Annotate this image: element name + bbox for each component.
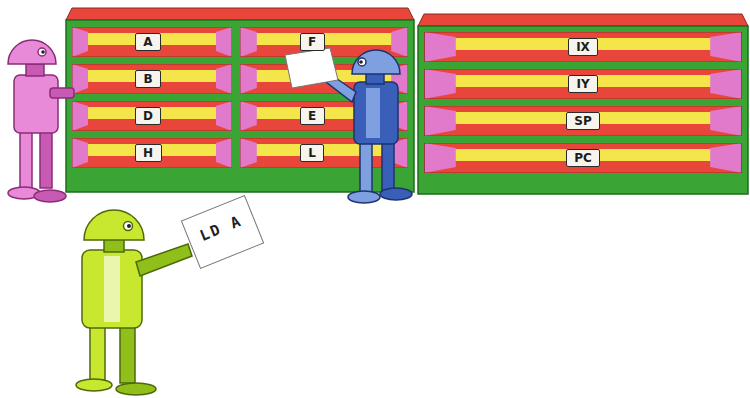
register-name: PC — [573, 151, 593, 165]
green-robot — [76, 210, 192, 395]
register-label: D — [135, 107, 161, 125]
register-name: F — [307, 35, 318, 49]
register-label: E — [300, 107, 325, 125]
register-label: IY — [568, 75, 598, 93]
register-name: SP — [573, 114, 593, 128]
right-cabinet — [418, 14, 748, 194]
instruction-paper: LD A — [180, 195, 263, 269]
pink-robot — [8, 40, 74, 202]
register-label: SP — [566, 112, 600, 130]
register-label: H — [135, 144, 162, 162]
register-name: A — [142, 35, 154, 49]
register-name: IY — [575, 77, 591, 91]
register-label: PC — [566, 149, 600, 167]
register-label: A — [135, 33, 161, 51]
register-name: H — [142, 146, 155, 160]
instruction-text: LD A — [195, 211, 245, 245]
register-label: L — [300, 144, 324, 162]
register-label: F — [300, 33, 325, 51]
register-name: IX — [575, 40, 591, 54]
blue-robot — [285, 48, 412, 203]
register-label: IX — [568, 38, 598, 56]
register-name: E — [307, 109, 318, 123]
register-name: L — [307, 146, 317, 160]
register-name: B — [142, 72, 154, 86]
register-name: D — [142, 109, 154, 123]
register-label: B — [135, 70, 161, 88]
